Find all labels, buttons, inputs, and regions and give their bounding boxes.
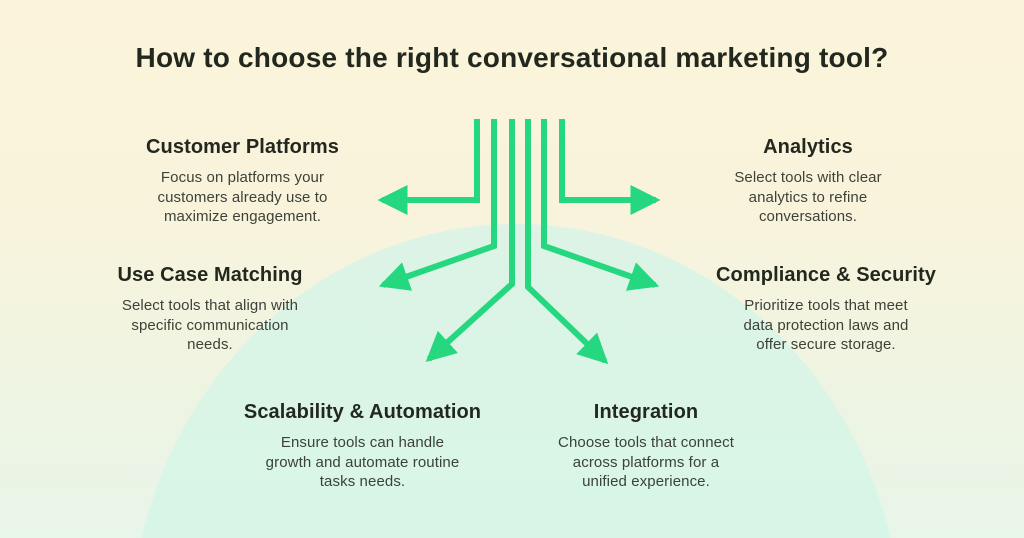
arrow-integration bbox=[525, 119, 609, 365]
branch-body-line: Focus on platforms your bbox=[160, 169, 325, 186]
branch-body-line: analytics to refine bbox=[748, 188, 868, 206]
branch-body-line: customers already use to bbox=[157, 188, 328, 206]
branch-body-line: data protection laws and bbox=[743, 316, 909, 334]
branch-heading: Compliance & Security bbox=[716, 264, 936, 286]
branch-compliance-security: Compliance & Security Prioritize tools t… bbox=[700, 262, 952, 355]
branch-integration: Integration Choose tools that connect ac… bbox=[515, 399, 777, 492]
branch-heading: Scalability & Automation bbox=[243, 401, 482, 423]
branch-use-case-matching: Use Case Matching Select tools that alig… bbox=[85, 262, 335, 355]
page-title: How to choose the right conversational m… bbox=[135, 42, 889, 73]
branch-body-line: needs. bbox=[187, 336, 233, 353]
branch-body-line: Select tools with clear bbox=[734, 169, 882, 186]
branch-body-line: Select tools that align with bbox=[121, 297, 299, 314]
branch-body-line: across platforms for a bbox=[572, 453, 720, 471]
arrow-compliance-security bbox=[541, 119, 660, 291]
branch-scalability-automation: Scalability & Automation Ensure tools ca… bbox=[230, 399, 495, 492]
arrow-customer-platforms bbox=[377, 119, 480, 215]
branch-heading: Integration bbox=[593, 401, 699, 423]
branch-customer-platforms: Customer Platforms Focus on platforms yo… bbox=[115, 134, 370, 227]
arrow-analytics bbox=[559, 119, 661, 215]
branch-heading: Analytics bbox=[763, 136, 853, 158]
branch-body-line: maximize engagement. bbox=[163, 208, 322, 225]
arrow-use-case-matching bbox=[378, 119, 497, 291]
branch-body-line: Choose tools that connect bbox=[558, 434, 734, 451]
branch-body-line: specific communication bbox=[131, 316, 289, 334]
branch-heading: Customer Platforms bbox=[146, 136, 339, 158]
branch-body-line: tasks needs. bbox=[319, 473, 406, 490]
branch-body-line: Prioritize tools that meet bbox=[744, 297, 908, 314]
arrow-scalability-automation bbox=[425, 119, 515, 363]
branch-analytics: Analytics Select tools with clear analyt… bbox=[688, 134, 928, 227]
branch-body-line: growth and automate routine bbox=[265, 453, 460, 471]
branch-body-line: Ensure tools can handle bbox=[280, 434, 445, 451]
branch-heading: Use Case Matching bbox=[117, 264, 303, 286]
branch-body-line: conversations. bbox=[758, 208, 858, 225]
branch-body-line: unified experience. bbox=[582, 473, 710, 490]
branch-body-line: offer secure storage. bbox=[756, 336, 896, 353]
